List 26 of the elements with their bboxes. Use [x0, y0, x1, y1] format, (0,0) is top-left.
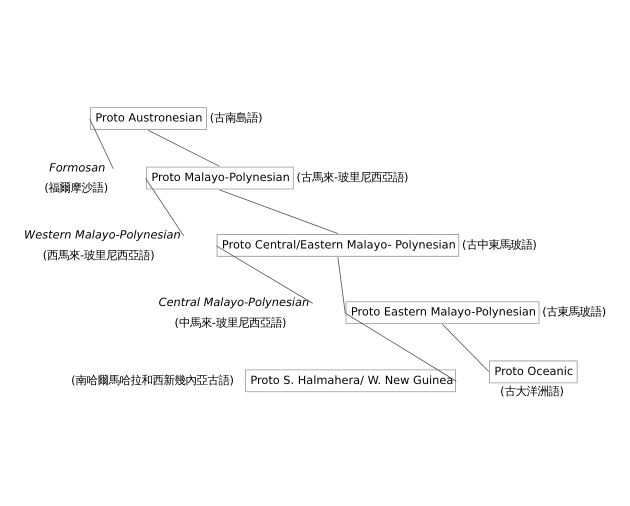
- connector: [216, 244, 314, 304]
- node-label: (古南島語): [210, 110, 263, 124]
- node-label: (古中東馬玻語): [462, 236, 537, 251]
- node-box: Proto S. Halmahera/ W. New Guinea: [245, 368, 456, 392]
- node-text: Central Malayo-Polynesian: [158, 294, 310, 308]
- connector: [145, 178, 184, 236]
- node-label: (西馬來-玻里尼西亞語): [42, 247, 155, 262]
- connector: [344, 312, 457, 382]
- node-box: Proto Central/Eastern Malayo- Polynesian: [216, 234, 460, 256]
- node-box: Proto Austronesian: [90, 106, 207, 130]
- node-box: Proto Malayo-Polynesian: [146, 166, 294, 189]
- node-box: Proto Eastern Malayo-Polynesian: [346, 300, 540, 324]
- node-label: (古東馬玻語): [542, 304, 606, 318]
- node-text: Western Malayo-Polynesian: [24, 227, 181, 242]
- node-text: Formosan: [49, 160, 106, 174]
- node-label: (福爾摩沙語): [44, 180, 108, 194]
- node-label: (南哈爾馬哈拉和西新幾內亞古語): [71, 372, 234, 386]
- node-box: Proto Oceanic: [489, 360, 578, 383]
- node-label: (古大洋洲語): [500, 384, 564, 398]
- connector: [219, 188, 338, 234]
- connector: [338, 256, 346, 314]
- connector: [148, 129, 220, 166]
- connector: [89, 118, 114, 169]
- node-label: (中馬來-玻里尼西亞語): [174, 314, 286, 329]
- connector: [442, 324, 490, 372]
- node-label: (古馬來-玻里尼西亞語): [296, 170, 408, 184]
